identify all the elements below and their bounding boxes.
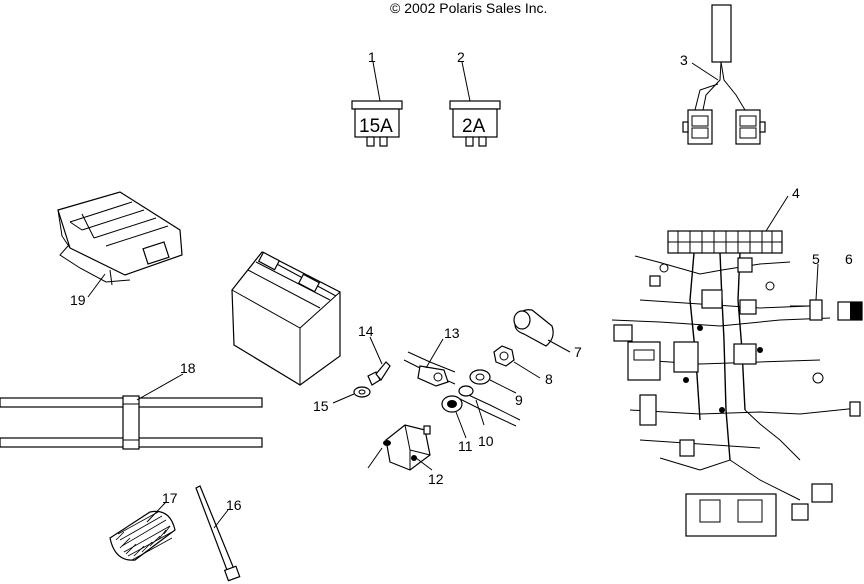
fuse-2a-label: 2A [462, 116, 486, 137]
washer-9 [469, 369, 491, 385]
bolt [367, 361, 391, 386]
terminal-boot [513, 309, 554, 347]
callout-5: 5 [812, 251, 820, 267]
callout-6: 6 [845, 251, 853, 267]
callout-9: 9 [515, 392, 523, 408]
cable-10 [457, 385, 521, 427]
copyright-text: © 2002 Polaris Sales Inc. [390, 0, 547, 16]
callout-1: 1 [368, 49, 376, 65]
callout-14: 14 [358, 323, 374, 339]
callout-12: 12 [428, 471, 444, 487]
callout-19: 19 [70, 292, 86, 308]
solenoid [367, 424, 431, 471]
spiral-wrap [109, 510, 176, 561]
harness-connector-5 [790, 299, 823, 321]
callout-2: 2 [457, 49, 465, 65]
callout-3: 3 [680, 52, 688, 68]
fuse-2a: 2A [449, 100, 501, 147]
battery [231, 251, 341, 386]
tie-strap [195, 485, 241, 582]
callout-8: 8 [545, 371, 553, 387]
callout-4: 4 [792, 185, 800, 201]
wire-harness [611, 230, 861, 537]
callout-10: 10 [478, 433, 494, 449]
battery-straps [0, 395, 263, 450]
connector-6 [837, 301, 863, 321]
washer-15 [353, 386, 371, 398]
battery-cable [403, 351, 456, 387]
fuse-15a: 15A [351, 100, 403, 147]
callout-18: 18 [180, 360, 196, 376]
callout-17: 17 [162, 490, 178, 506]
relay-module [57, 191, 183, 286]
fuse-holder-assembly [682, 4, 766, 145]
callout-11: 11 [458, 438, 473, 454]
callout-13: 13 [444, 325, 460, 341]
fuse-15a-label: 15A [359, 116, 393, 137]
nut [493, 345, 515, 367]
washer-11 [441, 395, 463, 413]
callout-7: 7 [574, 344, 582, 360]
callout-16: 16 [226, 497, 242, 513]
callout-15: 15 [313, 398, 329, 414]
